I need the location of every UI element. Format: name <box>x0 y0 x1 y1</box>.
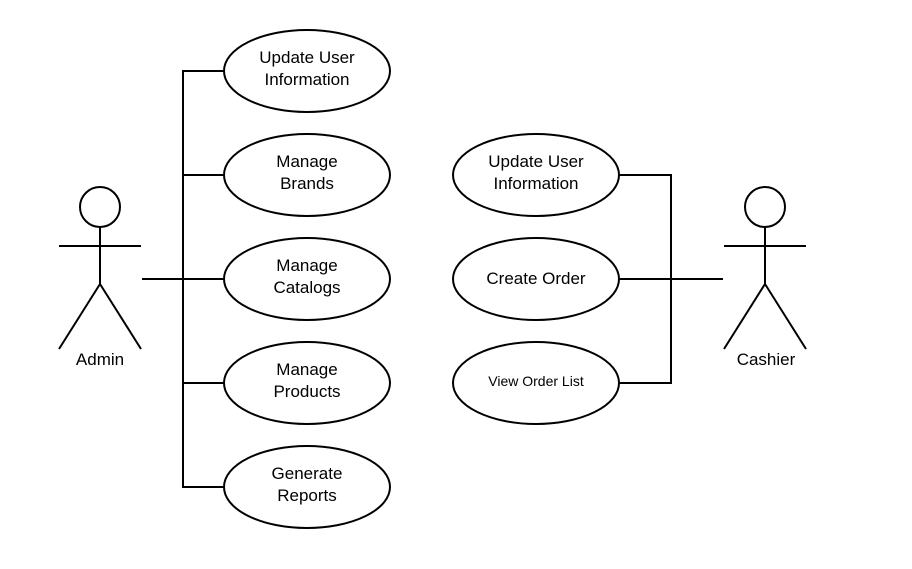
cashier-actor: Cashier <box>723 186 807 369</box>
use-case-label: Generate <box>272 464 343 483</box>
use-case-manage-products[interactable]: Manage Products <box>223 341 391 425</box>
use-case-label: Brands <box>280 174 334 193</box>
use-case-label: Manage <box>276 360 337 379</box>
use-case-ellipse[interactable] <box>223 341 391 425</box>
cashier-label: Cashier <box>737 350 796 369</box>
use-case-label: View Order List <box>488 373 584 389</box>
use-case-ellipse[interactable] <box>223 237 391 321</box>
admin-left-leg <box>58 283 101 350</box>
use-case-label: Reports <box>277 486 337 505</box>
use-case-ellipse[interactable] <box>223 445 391 529</box>
use-case-ellipse[interactable] <box>223 29 391 113</box>
use-case-ellipse[interactable] <box>452 237 620 321</box>
use-case-label: Manage <box>276 256 337 275</box>
use-case-ellipse[interactable] <box>452 133 620 217</box>
cashier-left-leg <box>723 283 766 350</box>
use-case-manage-brands[interactable]: Manage Brands <box>223 133 391 217</box>
use-case-ellipse[interactable] <box>223 133 391 217</box>
use-case-ellipse[interactable] <box>452 341 620 425</box>
use-case-label: Create Order <box>486 269 586 288</box>
admin-head <box>79 186 121 228</box>
admin-connectors <box>142 70 225 488</box>
use-case-view-order-list[interactable]: View Order List <box>452 341 620 425</box>
use-case-label: Products <box>273 382 340 401</box>
cashier-right-leg <box>764 283 807 350</box>
cashier-connectors <box>619 174 723 384</box>
use-case-update-user-information-cashier[interactable]: Update User Information <box>452 133 620 217</box>
use-case-label: Information <box>493 174 578 193</box>
admin-actor: Admin <box>58 186 142 369</box>
use-case-create-order[interactable]: Create Order <box>452 237 620 321</box>
use-case-manage-catalogs[interactable]: Manage Catalogs <box>223 237 391 321</box>
use-case-label: Manage <box>276 152 337 171</box>
use-case-label: Catalogs <box>273 278 340 297</box>
admin-right-leg <box>99 283 142 350</box>
use-case-label: Update User <box>488 152 584 171</box>
use-case-label: Update User <box>259 48 355 67</box>
cashier-head <box>744 186 786 228</box>
use-case-update-user-information-admin[interactable]: Update User Information <box>223 29 391 113</box>
use-case-label: Information <box>264 70 349 89</box>
admin-label: Admin <box>76 350 124 369</box>
use-case-generate-reports[interactable]: Generate Reports <box>223 445 391 529</box>
